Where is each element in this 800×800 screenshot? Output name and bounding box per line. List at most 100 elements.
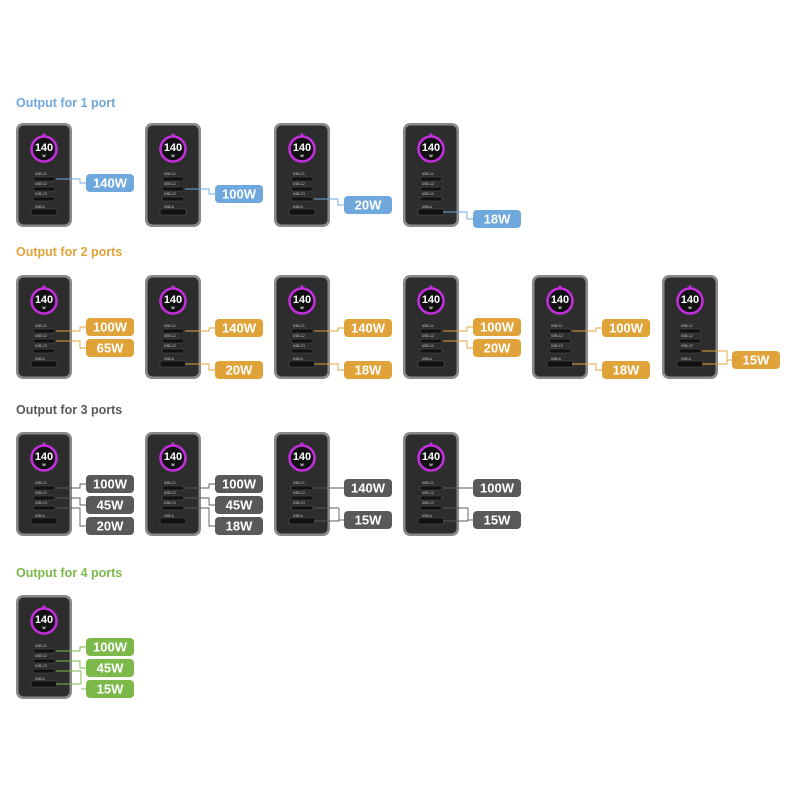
- usb-c-port-icon: [678, 348, 702, 354]
- usb-c-port-icon: [32, 505, 56, 511]
- port-label: USB-C2: [422, 182, 434, 186]
- output-badge: [344, 361, 392, 379]
- port-label: USB-C3: [422, 344, 434, 348]
- usb-c-port-icon: [290, 186, 314, 192]
- output-badge: [86, 659, 134, 677]
- usb-c-port-icon: [32, 338, 56, 344]
- output-badge: [732, 351, 780, 369]
- display-value: 140: [422, 294, 440, 306]
- port-label: USB-A: [293, 357, 304, 361]
- output-label: 100W: [93, 320, 128, 335]
- port-label: USB-A: [35, 677, 46, 681]
- usb-c-port-icon: [290, 485, 314, 491]
- usb-c-port-icon: [32, 196, 56, 202]
- connector-line: [443, 211, 473, 220]
- output-label: 20W: [97, 519, 124, 534]
- port-label: USB-C1: [35, 172, 47, 176]
- section-title-4-ports: Output for 4 ports: [16, 566, 123, 580]
- output-badge: [86, 339, 134, 357]
- ring-dot-icon: [171, 285, 175, 289]
- port-label: USB-C2: [551, 334, 563, 338]
- usb-c-port-icon: [678, 338, 702, 344]
- usb-a-port-icon: [30, 208, 58, 216]
- port-label: USB-C3: [35, 664, 47, 668]
- usb-c-port-icon: [32, 648, 56, 654]
- display-unit: W: [429, 154, 433, 158]
- output-label: 100W: [480, 320, 515, 335]
- output-badge: [473, 511, 521, 529]
- usb-a-port-icon: [417, 517, 445, 525]
- usb-c-port-icon: [161, 328, 185, 334]
- port-label: USB-C2: [164, 334, 176, 338]
- usb-c-port-icon: [32, 668, 56, 674]
- output-badge: [86, 496, 134, 514]
- output-label: 18W: [484, 212, 511, 227]
- port-label: USB-A: [422, 357, 433, 361]
- port-label: USB-C3: [293, 344, 305, 348]
- output-label: 100W: [93, 477, 128, 492]
- connector-line: [56, 660, 86, 669]
- port-label: USB-C2: [35, 491, 47, 495]
- usb-c-port-icon: [161, 196, 185, 202]
- display-unit: W: [42, 463, 46, 467]
- display-value: 140: [164, 451, 182, 463]
- port-label: USB-A: [681, 357, 692, 361]
- port-label: USB-C2: [35, 334, 47, 338]
- usb-c-port-icon: [419, 328, 443, 334]
- port-label: USB-C2: [681, 334, 693, 338]
- usb-c-port-icon: [32, 495, 56, 501]
- usb-a-port-icon: [288, 360, 316, 368]
- port-label: USB-C3: [422, 501, 434, 505]
- usb-c-port-icon: [290, 505, 314, 511]
- port-label: USB-A: [293, 205, 304, 209]
- connector-line: [56, 507, 86, 527]
- port-label: USB-C2: [422, 334, 434, 338]
- ring-dot-icon: [171, 442, 175, 446]
- port-label: USB-C3: [551, 344, 563, 348]
- output-label: 100W: [222, 187, 257, 202]
- usb-c-port-icon: [290, 176, 314, 182]
- port-label: USB-C2: [35, 654, 47, 658]
- port-label: USB-C1: [35, 644, 47, 648]
- usb-c-port-icon: [161, 338, 185, 344]
- port-label: USB-C2: [164, 491, 176, 495]
- connector-line: [56, 340, 86, 349]
- output-label: 65W: [97, 341, 124, 356]
- port-label: USB-C2: [293, 182, 305, 186]
- port-label: USB-A: [35, 205, 46, 209]
- connector-line: [56, 178, 86, 184]
- port-label: USB-C1: [293, 172, 305, 176]
- usb-a-port-icon: [417, 360, 445, 368]
- output-badge: [344, 479, 392, 497]
- output-badge: [473, 479, 521, 497]
- port-label: USB-C1: [164, 172, 176, 176]
- connector-line: [185, 188, 215, 195]
- connector-line: [572, 363, 602, 371]
- display-unit: W: [42, 154, 46, 158]
- ring-dot-icon: [300, 285, 304, 289]
- connector-line: [185, 363, 215, 371]
- output-label: 45W: [97, 661, 124, 676]
- output-label: 140W: [351, 321, 386, 336]
- output-label: 140W: [222, 321, 257, 336]
- usb-c-port-icon: [548, 338, 572, 344]
- display-unit: W: [42, 306, 46, 310]
- output-label: 100W: [480, 481, 515, 496]
- usb-c-port-icon: [419, 485, 443, 491]
- port-label: USB-C1: [164, 481, 176, 485]
- port-label: USB-A: [164, 514, 175, 518]
- output-label: 100W: [222, 477, 257, 492]
- output-label: 20W: [484, 341, 511, 356]
- output-label: 15W: [743, 353, 770, 368]
- usb-c-port-icon: [290, 328, 314, 334]
- display-value: 140: [293, 294, 311, 306]
- display-value: 140: [293, 451, 311, 463]
- usb-a-port-icon: [288, 208, 316, 216]
- output-badge: [86, 680, 134, 698]
- port-label: USB-C3: [681, 344, 693, 348]
- display-unit: W: [429, 306, 433, 310]
